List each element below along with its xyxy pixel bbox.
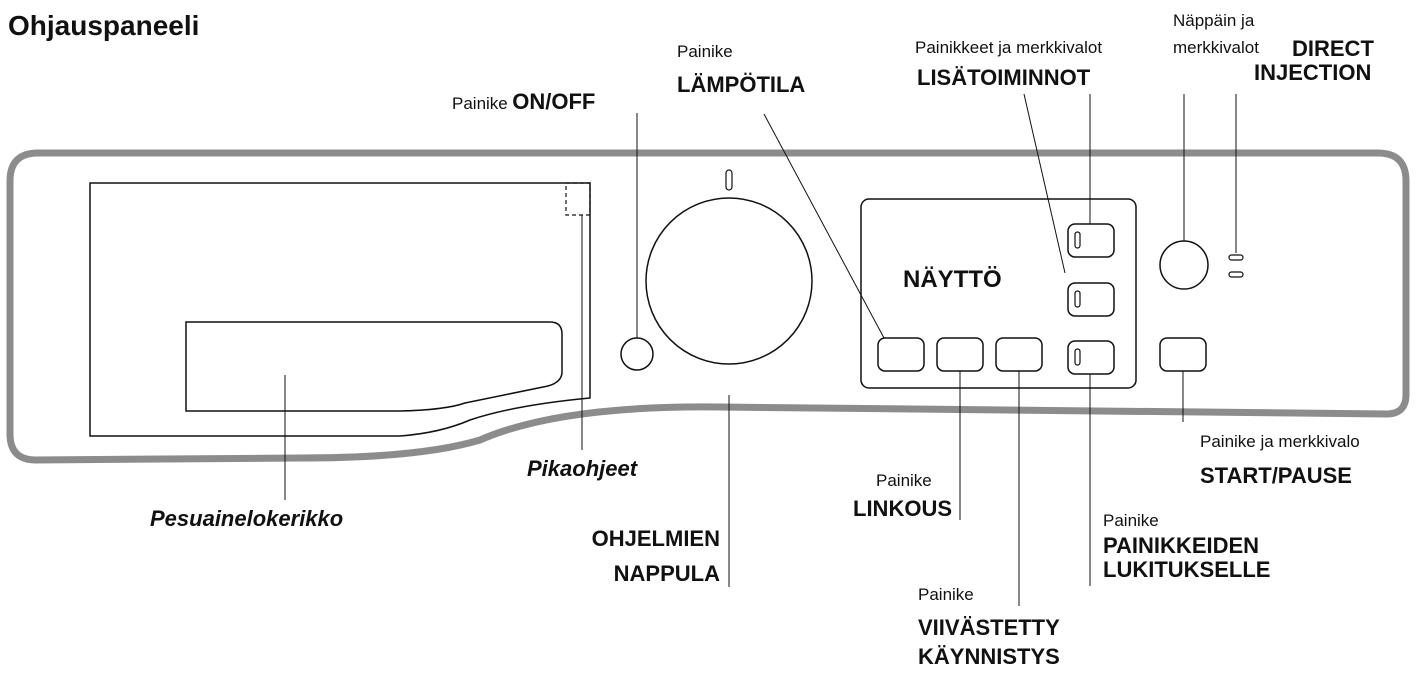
options-name: LISÄTOIMINNOT [917,65,1091,90]
delayed-start-prefix: Painike [918,585,974,604]
direct-injection-name-2: INJECTION [1254,60,1372,85]
program-knob-name-1: OHJELMIEN [591,526,720,551]
detergent-drawer-name: Pesuainelokerikko [150,506,344,531]
detergent-drawer [89,182,591,437]
option-led-2 [1074,290,1081,308]
key-lock-name-2: LUKITUKSELLE [1103,557,1271,582]
key-lock-name-1: PAINIKKEIDEN [1103,533,1260,558]
on-off-prefix: Painike [452,94,508,113]
start-pause-prefix: Painike ja merkkivalo [1200,432,1360,451]
key-lock-button [1067,340,1115,375]
on-off-name: ON/OFF [512,89,596,114]
spin-name: LINKOUS [853,496,952,521]
start-pause-button [1159,337,1207,372]
on-off-button [620,337,654,371]
option-button-2 [1067,282,1115,317]
quick-guide-tab [565,182,591,216]
key-lock-led [1074,348,1081,366]
delayed-start-name-1: VIIVÄSTETTY [918,615,1060,640]
spin-prefix: Painike [876,471,932,490]
page-title: Ohjauspaneeli [8,10,200,41]
drawer-handle [185,321,563,412]
leader-temperature [763,113,885,339]
temperature-prefix: Painike [677,42,733,61]
options-prefix: Painikkeet ja merkkivalot [915,38,1103,57]
leader-lines [284,93,1237,606]
temperature-name: LÄMPÖTILA [677,72,806,97]
on-off-label: Painike ON/OFF [452,91,595,113]
delayed-start-button [995,337,1043,372]
program-knob [645,197,813,365]
temperature-button [877,337,925,372]
direct-injection-button [1159,240,1209,290]
panel-outline [6,149,1410,464]
leader-options [1023,93,1066,274]
direct-injection-led-1 [1228,254,1244,261]
display-frame [860,198,1137,389]
program-knob-name-2: NAPPULA [613,561,720,586]
quick-guide-name: Pikaohjeet [527,456,638,481]
spin-button [936,337,984,372]
direct-injection-name-1: DIRECT [1292,36,1374,61]
key-lock-prefix: Painike [1103,511,1159,530]
option-button-1 [1067,223,1115,258]
direct-injection-prefix-1: Näppäin ja [1173,11,1255,30]
start-pause-name: START/PAUSE [1200,463,1352,488]
direct-injection-led-2 [1228,271,1244,278]
option-led-1 [1074,231,1081,249]
direct-injection-prefix-2: merkkivalot [1173,38,1259,57]
program-knob-indicator [725,169,733,191]
display-label: NÄYTTÖ [903,266,1002,293]
delayed-start-name-2: KÄYNNISTYS [918,644,1060,669]
